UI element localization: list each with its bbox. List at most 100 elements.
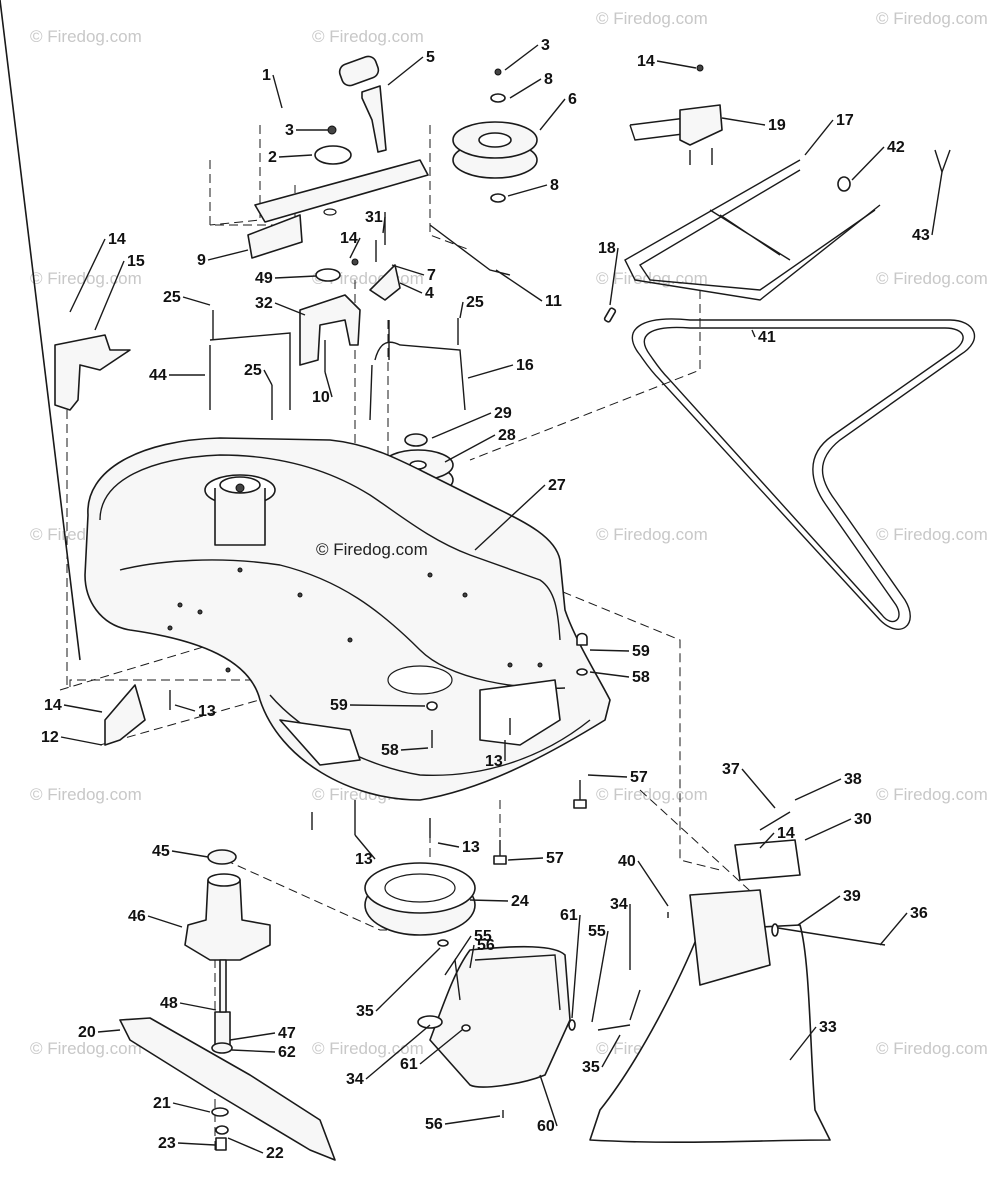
callout-number: 59: [632, 643, 650, 660]
callout-number: 45: [152, 843, 170, 860]
watermark: © Firedog.com: [876, 785, 988, 804]
callout-leader: [589, 671, 630, 678]
watermark: © Firedog.com: [30, 785, 142, 804]
callout-leader: [60, 736, 103, 746]
callout-leader: [797, 895, 841, 926]
callout-number: 27: [548, 477, 566, 494]
callout-number: 3: [541, 37, 550, 54]
callout-leader: [759, 832, 775, 849]
callout-number: 9: [197, 252, 206, 269]
callout-number: 22: [266, 1145, 284, 1162]
callout-number: 25: [244, 362, 262, 379]
callout-leader: [207, 249, 249, 261]
callout-number: 11: [545, 293, 562, 310]
callout-leader: [495, 269, 543, 302]
callout-leader: [229, 1032, 276, 1041]
callout-number: 14: [108, 231, 126, 248]
callout-number: 38: [844, 771, 862, 788]
callout-number: 8: [544, 71, 553, 88]
callout-leader: [171, 850, 209, 858]
callout-leader: [94, 260, 125, 331]
callout-number: 1: [262, 67, 271, 84]
watermark: © Firedog.com: [30, 27, 142, 46]
callout-leader: [507, 857, 544, 861]
callout-number: 13: [198, 703, 216, 720]
callout-leader: [69, 238, 106, 313]
callout-leader: [789, 1026, 817, 1061]
callout-leader: [509, 78, 542, 99]
callout-leader: [177, 1142, 216, 1146]
callout-leader: [637, 860, 669, 907]
watermark: © Firedog.com: [876, 9, 988, 28]
callout-leader: [147, 915, 183, 928]
callout-leader: [349, 237, 361, 259]
callout-leader: [400, 747, 429, 751]
callout-leader: [794, 778, 842, 801]
callout-leader: [454, 935, 472, 961]
callout-number: 14: [44, 697, 62, 714]
drive-belt: [631, 318, 976, 630]
callout-number: 8: [550, 177, 559, 194]
callout-number: 34: [610, 896, 628, 913]
callout-number: 58: [381, 742, 399, 759]
callout-number: 48: [160, 995, 178, 1012]
callout-leader: [656, 60, 697, 69]
callout-leader: [474, 484, 546, 551]
callout-number: 61: [400, 1056, 418, 1073]
mower-deck: [84, 437, 611, 801]
callout-number: 49: [255, 270, 273, 287]
spindle-housing: [184, 849, 271, 1054]
callout-number: 30: [854, 811, 872, 828]
bearing-ring: [364, 862, 476, 936]
center-hardware: [209, 212, 511, 421]
lift-lever-assembly: [247, 55, 429, 259]
callout-leader: [391, 264, 425, 276]
callout-leader: [601, 1034, 621, 1068]
watermark: © Firedog.com: [596, 9, 708, 28]
discharge-chute: [417, 811, 886, 1144]
deck-fasteners: [169, 632, 588, 865]
callout-leader: [174, 704, 196, 712]
callout-number: 4: [425, 285, 434, 302]
callout-number: 13: [462, 839, 480, 856]
callout-number: 15: [127, 253, 145, 270]
callout-leader: [804, 818, 852, 841]
callout-number: 31: [365, 209, 383, 226]
callout-leader: [879, 912, 908, 946]
callout-leader: [741, 768, 776, 809]
callout-number: 61: [560, 907, 578, 924]
mower-blade: [119, 1017, 336, 1161]
watermark: © Firedog.com: [312, 27, 424, 46]
callout-leader: [97, 1029, 121, 1033]
watermark: © Firedog.com: [596, 525, 708, 544]
callout-leader: [399, 282, 423, 294]
callout-number: 34: [346, 1071, 364, 1088]
watermarks: © Firedog.com © Firedog.com © Firedog.co…: [30, 9, 988, 1058]
callout-leader: [274, 302, 306, 316]
watermark: © Firedog.com: [876, 1039, 988, 1058]
watermark: © Firedog.com: [876, 269, 988, 288]
callout-leader: [179, 1002, 217, 1011]
callout-number: 17: [836, 112, 854, 129]
callout-number: 19: [768, 117, 786, 134]
callout-number: 5: [426, 49, 435, 66]
callout-number: 14: [637, 53, 655, 70]
callout-leader: [721, 117, 766, 126]
callout-leader: [274, 275, 317, 279]
callout-leader: [591, 930, 609, 1023]
callout-number: 25: [163, 289, 181, 306]
callout-leader: [431, 412, 492, 439]
side-brackets: [0, 0, 146, 746]
callout-number: 57: [630, 769, 648, 786]
callout-leader: [804, 119, 834, 156]
callout-leader: [387, 56, 424, 86]
callout-leader: [354, 834, 376, 860]
center-watermark: © Firedog.com: [316, 540, 428, 559]
callout-leader: [419, 1029, 463, 1065]
callout-leader: [382, 216, 386, 234]
callout-number: 56: [425, 1116, 443, 1133]
callout-leader: [587, 774, 628, 778]
callout-leader: [375, 947, 441, 1012]
callout-number: 62: [278, 1044, 296, 1061]
